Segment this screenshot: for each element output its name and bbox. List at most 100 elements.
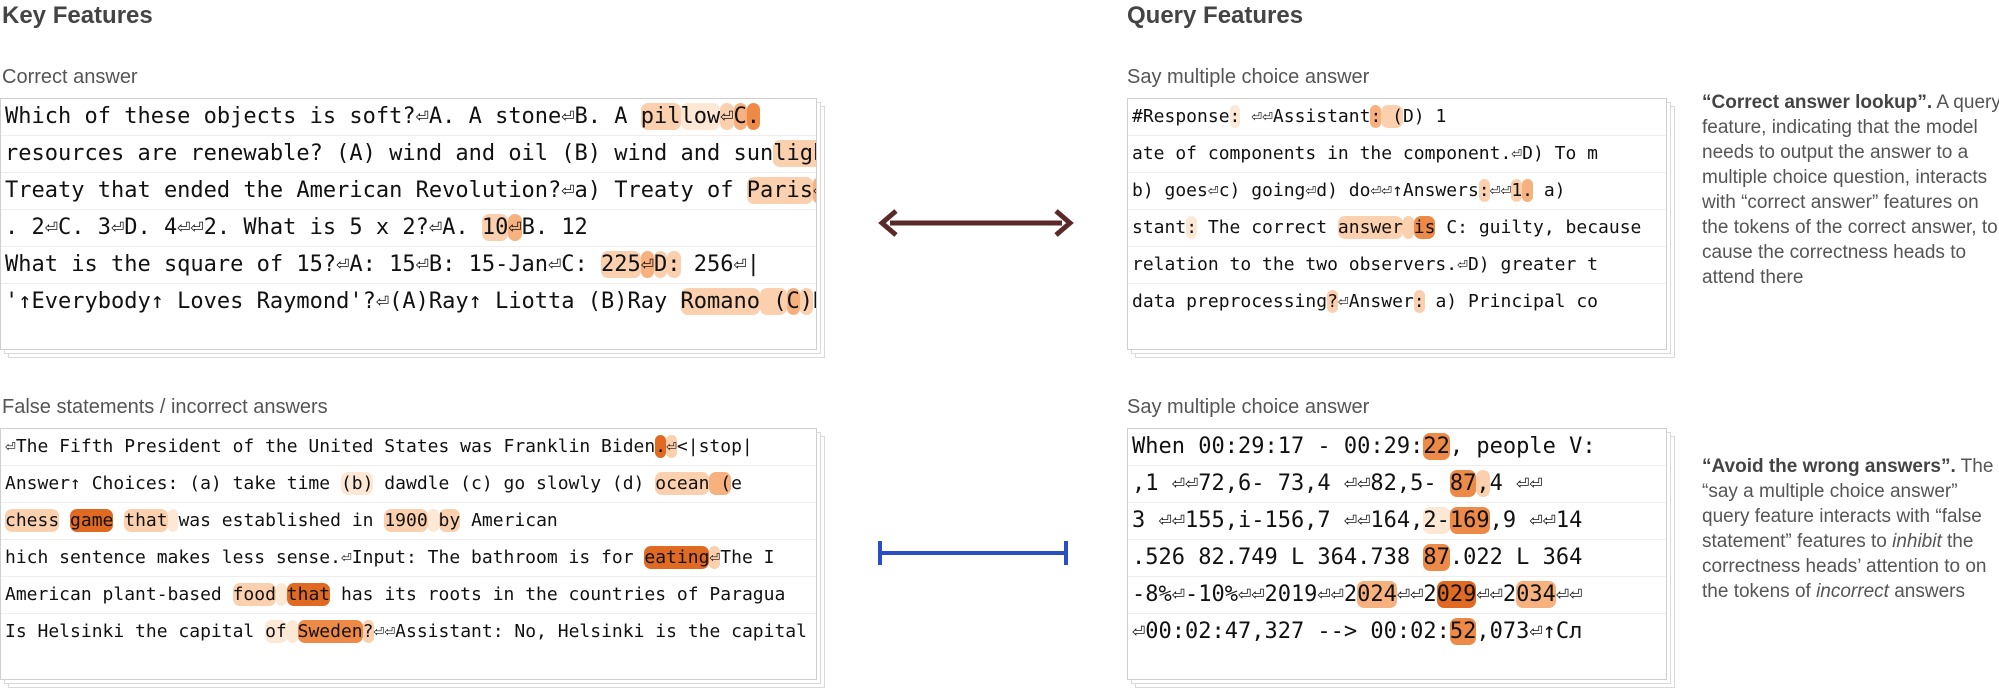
panel-title-false-statements: False statements / incorrect answers <box>2 396 328 418</box>
token-text: ⏎⏎Assistant: No, Helsinki is the capital <box>373 621 807 642</box>
panel-title-correct-answer: Correct answer <box>2 66 138 88</box>
highlighted-token: ⏎ <box>666 435 677 458</box>
highlighted-token: by <box>438 509 461 532</box>
highlighted-token: ⏎ <box>812 177 816 204</box>
key-correct-card: Which of these objects is soft?⏎A. A sto… <box>0 98 817 350</box>
token-text: ,9 ⏎⏎14 <box>1489 508 1583 533</box>
highlighted-token: 024 <box>1357 581 1397 608</box>
key-features-title: Key Features <box>2 2 153 29</box>
description-heading: “Avoid the wrong answers”. <box>1702 456 1956 477</box>
panel-title-query-2: Say multiple choice answer <box>1127 396 1370 418</box>
highlighted-token: (b) <box>340 472 374 495</box>
highlighted-token <box>275 583 287 606</box>
token-text: resources are renewable? (A) wind and oi… <box>5 141 774 166</box>
token-text: 3 ⏎⏎155,i-156,7 ⏎⏎164, <box>1132 508 1424 533</box>
token-text: a) <box>1533 180 1566 201</box>
token-text <box>59 509 70 532</box>
highlighted-token: Paris <box>746 177 813 204</box>
description-body: The “say a multiple choice answer” query… <box>1702 456 1993 602</box>
token-row: What is the square of 15?⏎A: 15⏎B: 15-Ja… <box>1 247 816 284</box>
token-text: D) 1 <box>1402 106 1447 127</box>
highlighted-token: Romano <box>680 288 760 315</box>
highlighted-token: that <box>286 583 331 606</box>
highlighted-token <box>1402 216 1414 239</box>
description-text: answers <box>1888 581 1965 602</box>
highlighted-token: 22 <box>1423 433 1450 460</box>
highlighted-token: D <box>654 251 668 278</box>
highlighted-token: food <box>232 583 276 606</box>
highlighted-token: answer <box>1337 216 1403 239</box>
highlighted-token: low <box>680 103 721 130</box>
highlighted-token: 034 <box>1516 581 1556 608</box>
highlighted-token: 87 <box>1449 470 1477 497</box>
token-row: Is Helsinki the capital of Sweden?⏎⏎Assi… <box>1 614 816 650</box>
token-text: ⏎⏎Assistant <box>1240 106 1371 127</box>
token-row: . 2⏎C. 3⏎D. 4⏎⏎2. What is 5 x 2?⏎A. 10⏎B… <box>1 210 816 247</box>
highlighted-token: pil <box>640 103 681 130</box>
token-text: Which of these objects is soft?⏎A. A sto… <box>5 104 641 129</box>
inhibition-bar-icon <box>878 541 1068 565</box>
highlighted-token <box>167 509 179 532</box>
highlighted-token: eating <box>644 546 710 569</box>
token-text: The correct <box>1197 217 1338 238</box>
highlighted-token: 169 <box>1449 507 1490 534</box>
highlighted-token: light <box>773 140 816 167</box>
token-text: relation to the two observers.⏎D) greate… <box>1132 254 1598 275</box>
token-text: American <box>460 510 558 531</box>
token-text: American plant-based <box>5 584 233 605</box>
highlighted-token: 1 <box>1511 179 1523 202</box>
highlighted-token: ? <box>1327 290 1338 313</box>
token-text: ,073⏎↑Сл <box>1476 619 1583 644</box>
query-features-title: Query Features <box>1127 2 1304 29</box>
token-text: .526 82.749 L 364.738 <box>1132 545 1424 570</box>
token-text: ate of components in the component.⏎D) T… <box>1132 143 1598 164</box>
highlighted-token: . <box>655 435 667 458</box>
highlighted-token: ( <box>760 288 787 315</box>
highlighted-token: : <box>1478 179 1490 202</box>
token-text: was established in <box>178 510 385 531</box>
key-false-card: ⏎The Fifth President of the United State… <box>0 428 817 680</box>
token-text: data preprocessing <box>1132 291 1328 312</box>
token-row: When 00:29:17 - 00:29:22, people V: <box>1128 429 1666 466</box>
highlighted-token: Sweden <box>297 620 363 643</box>
highlighted-token: . <box>1522 179 1533 202</box>
token-text: C: guilty, because <box>1435 217 1642 238</box>
highlighted-token <box>427 509 439 532</box>
emphasis-text: incorrect <box>1816 581 1889 602</box>
highlighted-token: , <box>1476 470 1490 497</box>
description-text: the correctness heads’ attention to on t… <box>1702 531 1987 602</box>
token-row: ⏎00:02:47,327 --> 00:02:52,073⏎↑Сл <box>1128 614 1666 650</box>
query-avoid-stack: When 00:29:17 - 00:29:22, people V:,1 ⏎⏎… <box>1127 428 1677 690</box>
panel-title-query-1: Say multiple choice answer <box>1127 66 1370 88</box>
highlighted-token: is <box>1413 216 1436 239</box>
highlighted-token: 1900 <box>384 509 428 532</box>
token-text: ⏎⏎2 <box>1476 582 1517 607</box>
token-text: e <box>731 473 742 494</box>
token-text: b) goes⏎c) going⏎d) do⏎⏎↑Answers <box>1132 180 1479 201</box>
highlighted-token: ⏎ <box>640 251 655 278</box>
token-text: ⏎⏎ <box>1555 582 1583 607</box>
token-row: 3 ⏎⏎155,i-156,7 ⏎⏎164,2-169,9 ⏎⏎14 <box>1128 503 1666 540</box>
token-text: <|stop| <box>676 436 753 457</box>
token-text: ⏎Answer <box>1337 291 1414 312</box>
token-row: Which of these objects is soft?⏎A. A sto… <box>1 99 816 136</box>
token-row: hich sentence makes less sense.⏎Input: T… <box>1 540 816 577</box>
highlighted-token: ⏎ <box>709 546 721 569</box>
highlighted-token: 029 <box>1436 581 1477 608</box>
token-text: The I <box>720 547 775 568</box>
token-row: b) goes⏎c) going⏎d) do⏎⏎↑Answers:⏎⏎1. a) <box>1128 173 1666 210</box>
token-row: relation to the two observers.⏎D) greate… <box>1128 247 1666 284</box>
token-text: ⏎00:02:47,327 --> 00:02: <box>1132 619 1450 644</box>
token-row: stant: The correct answer is C: guilty, … <box>1128 210 1666 247</box>
token-text: stant <box>1132 217 1187 238</box>
highlighted-token <box>286 620 298 643</box>
highlighted-token: : <box>1186 216 1198 239</box>
highlighted-token: chess <box>5 509 60 532</box>
token-text: , people V: <box>1449 434 1596 459</box>
token-text: When 00:29:17 - 00:29: <box>1132 434 1424 459</box>
token-row: -8%⏎-10%⏎⏎2019⏎⏎2024⏎⏎2029⏎⏎2034⏎⏎ <box>1128 577 1666 614</box>
highlighted-token: : <box>1413 290 1425 313</box>
token-text: ⏎⏎2 <box>1396 582 1437 607</box>
